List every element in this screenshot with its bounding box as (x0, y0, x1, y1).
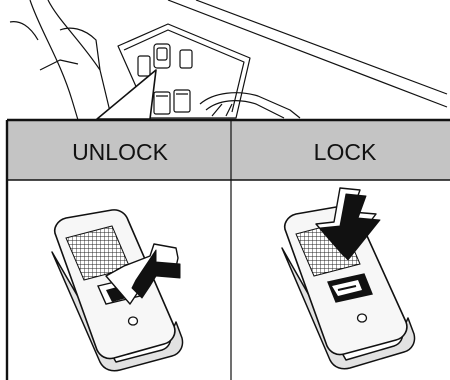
column-header-unlock: UNLOCK (72, 139, 169, 165)
unlock-switch-icon (52, 210, 183, 371)
column-header-lock: LOCK (314, 139, 377, 165)
door-panel-overview-icon (10, 0, 447, 120)
